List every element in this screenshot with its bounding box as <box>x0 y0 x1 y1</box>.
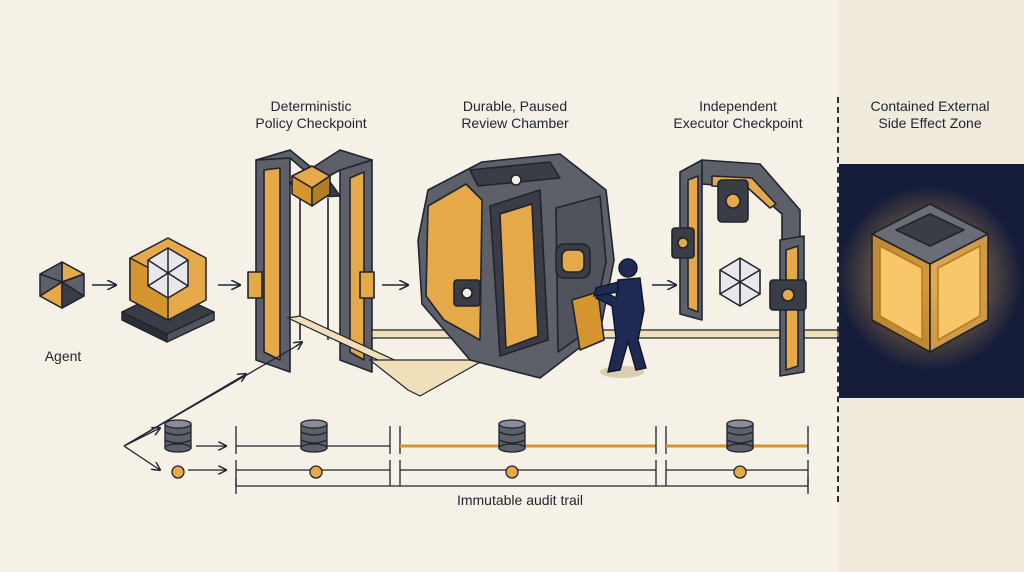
audit-return-line <box>123 343 301 447</box>
executor-checkpoint-gate <box>671 159 807 377</box>
policy-checkpoint-label: Deterministic Policy Checkpoint <box>255 98 367 131</box>
agent-label: Agent <box>44 348 82 364</box>
review-chamber <box>417 153 615 379</box>
human-reviewer-figure <box>593 258 647 378</box>
database-icon <box>164 419 192 453</box>
agent-request-box-icon <box>121 237 215 343</box>
executor-checkpoint-label: Independent Executor Checkpoint <box>673 98 803 131</box>
policy-checkpoint-gate <box>247 149 375 373</box>
audit-node-icon <box>309 465 323 479</box>
audit-node-icon <box>171 465 185 479</box>
review-chamber-label: Durable, Paused Review Chamber <box>461 98 569 131</box>
zone-divider <box>837 97 839 502</box>
audit-trail-label: Immutable audit trail <box>456 492 584 508</box>
side-effect-zone-cube <box>838 186 1022 370</box>
database-icon <box>498 419 526 453</box>
side-effect-zone-label: Contained External Side Effect Zone <box>870 98 990 131</box>
audit-node-icon <box>733 465 747 479</box>
database-icon <box>300 419 328 453</box>
audit-node-icon <box>505 465 519 479</box>
agent-icosahedron-icon <box>39 261 85 309</box>
database-icon <box>726 419 754 453</box>
